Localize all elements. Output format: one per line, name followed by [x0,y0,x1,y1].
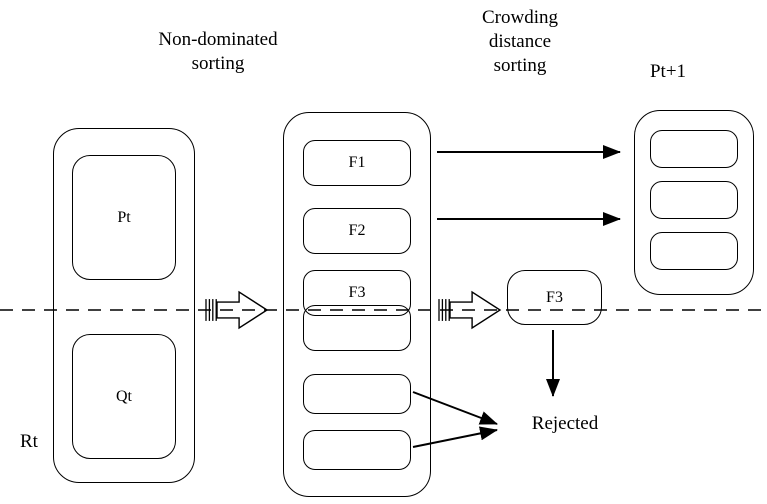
box-qt-label: Qt [116,387,132,405]
label-rt: Rt [20,431,38,452]
block-arrow-rt-to-fronts [205,290,269,330]
box-pt1-slot-2 [650,181,738,219]
box-front-rejected-1 [303,374,411,414]
box-front-f2: F2 [303,208,411,254]
label-pt-plus-1: Pt+1 [649,61,687,82]
box-pt1-slot-1 [650,130,738,168]
label-non-dominated-sorting: Non-dominated sorting [158,29,278,74]
box-front-f1-label: F1 [348,154,366,171]
container-pt-plus-1 [634,110,754,295]
box-front-f3-top: F3 [303,270,411,316]
box-f3-selected-label: F3 [546,288,563,306]
box-front-f1: F1 [303,140,411,186]
box-front-f3-label: F3 [348,284,366,301]
block-arrow-fronts-to-f3 [438,290,502,330]
box-pt-label: Pt [117,208,131,226]
box-front-f2-label: F2 [348,222,366,239]
box-front-f3-bottom [303,305,411,351]
box-f3-selected: F3 [507,270,602,325]
box-qt: Qt [72,334,176,459]
label-rejected: Rejected [531,413,599,434]
box-front-rejected-2 [303,430,411,470]
container-rt [53,128,195,483]
box-pt: Pt [72,155,176,280]
box-pt1-slot-3 [650,232,738,270]
container-fronts [283,112,431,497]
label-crowding-distance-sorting: Crowding distance sorting [482,7,558,76]
